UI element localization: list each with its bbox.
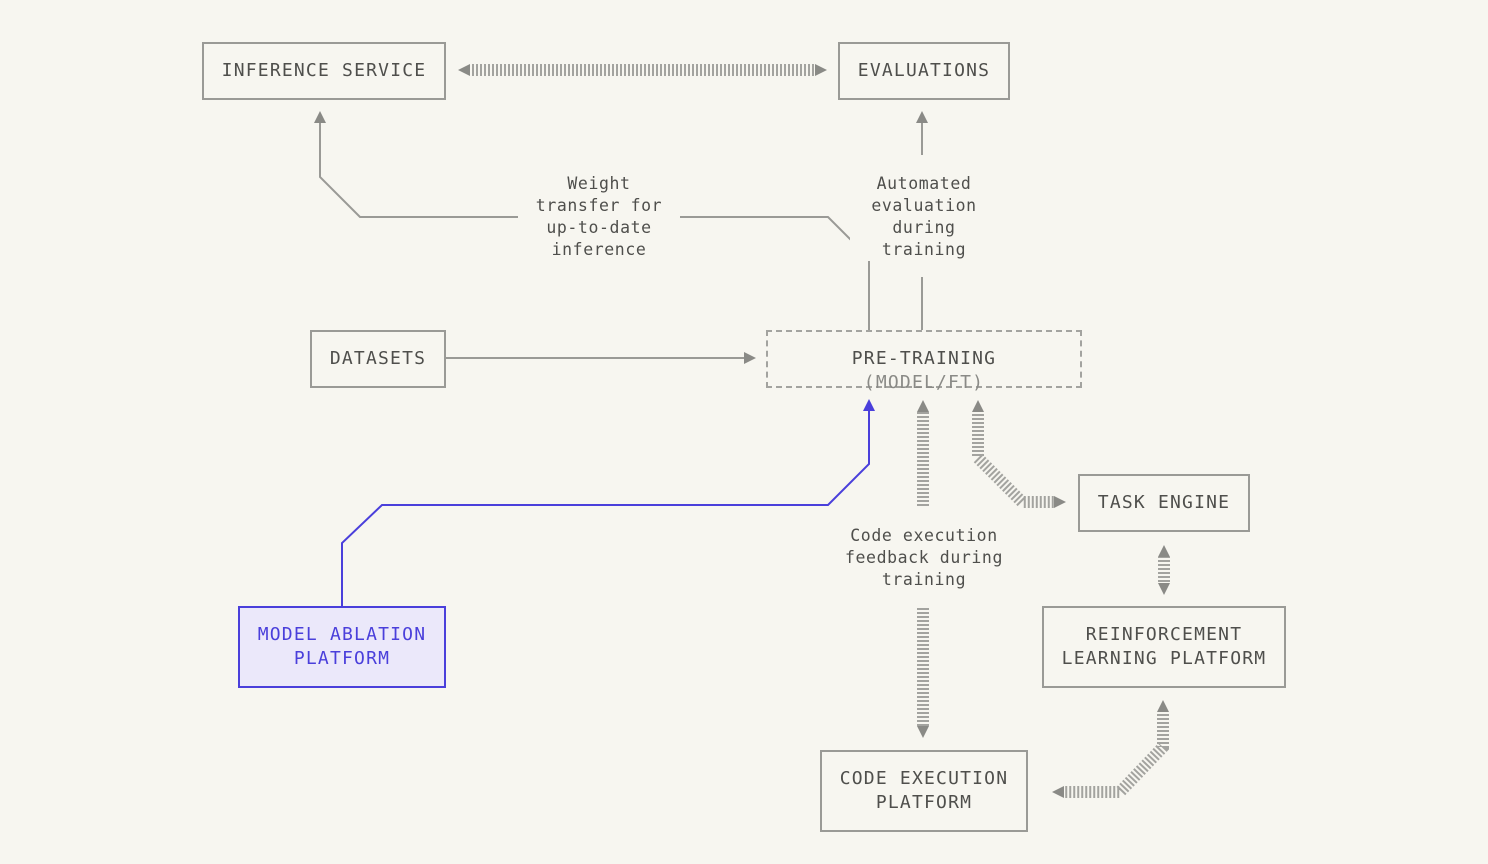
code-execution-node: CODE EXECUTION PLATFORM	[820, 750, 1028, 832]
automated-evaluation-annotation: Automated evaluation during training	[850, 173, 998, 261]
weight-transfer-annotation: Weight transfer for up-to-date inference	[518, 173, 680, 261]
task-engine-arrowhead-up	[972, 400, 984, 412]
evaluations-node: EVALUATIONS	[838, 42, 1010, 100]
model-ablation-label: MODEL ABLATION PLATFORM	[257, 624, 427, 669]
weight-transfer-arrowhead	[314, 111, 326, 123]
pretraining-label: PRE-TRAINING	[851, 348, 997, 369]
inference-service-node: INFERENCE SERVICE	[202, 42, 446, 100]
task-engine-arrowhead-right	[1054, 496, 1066, 508]
code-execution-feedback-annotation: Code execution feedback during training	[830, 525, 1018, 591]
model-ablation-arrowhead	[863, 399, 875, 411]
code-feedback-arrowhead-down	[917, 726, 929, 738]
model-ablation-connector	[341, 410, 870, 606]
pretraining-node: PRE-TRAINING (MODEL/FT)	[766, 330, 1082, 393]
model-ablation-node: MODEL ABLATION PLATFORM	[238, 606, 446, 688]
datasets-label: DATASETS	[329, 348, 427, 369]
rl-code-arrowhead-up	[1157, 700, 1169, 712]
task-rl-arrowhead-down	[1158, 583, 1170, 595]
code-feedback-arrowhead-up	[917, 400, 929, 412]
task-engine-label: TASK ENGINE	[1097, 492, 1231, 513]
reinforcement-learning-node: REINFORCEMENT LEARNING PLATFORM	[1042, 606, 1286, 688]
inference-evaluations-arrowhead-left	[458, 64, 470, 76]
datasets-node: DATASETS	[310, 330, 446, 388]
task-engine-node: TASK ENGINE	[1078, 474, 1250, 532]
weight-transfer-connector	[319, 122, 870, 330]
automated-evaluation-arrowhead	[916, 111, 928, 123]
code-feedback-connector-lower	[917, 606, 929, 727]
task-engine-connector	[972, 414, 1054, 508]
task-rl-arrowhead-up	[1158, 545, 1170, 557]
task-rl-connector	[1158, 557, 1170, 583]
inference-evaluations-arrowhead-right	[815, 64, 827, 76]
inference-evaluations-connector	[470, 64, 816, 76]
code-feedback-connector-upper	[917, 412, 929, 506]
datasets-arrowhead	[744, 352, 756, 364]
reinforcement-learning-label: REINFORCEMENT LEARNING PLATFORM	[1061, 624, 1267, 669]
code-execution-label: CODE EXECUTION PLATFORM	[839, 768, 1009, 813]
evaluations-label: EVALUATIONS	[857, 60, 991, 81]
pretraining-suffix: (MODEL/FT)	[863, 372, 985, 393]
rl-code-connector	[1064, 714, 1169, 798]
rl-code-arrowhead-left	[1052, 786, 1064, 798]
inference-service-label: INFERENCE SERVICE	[221, 60, 427, 81]
